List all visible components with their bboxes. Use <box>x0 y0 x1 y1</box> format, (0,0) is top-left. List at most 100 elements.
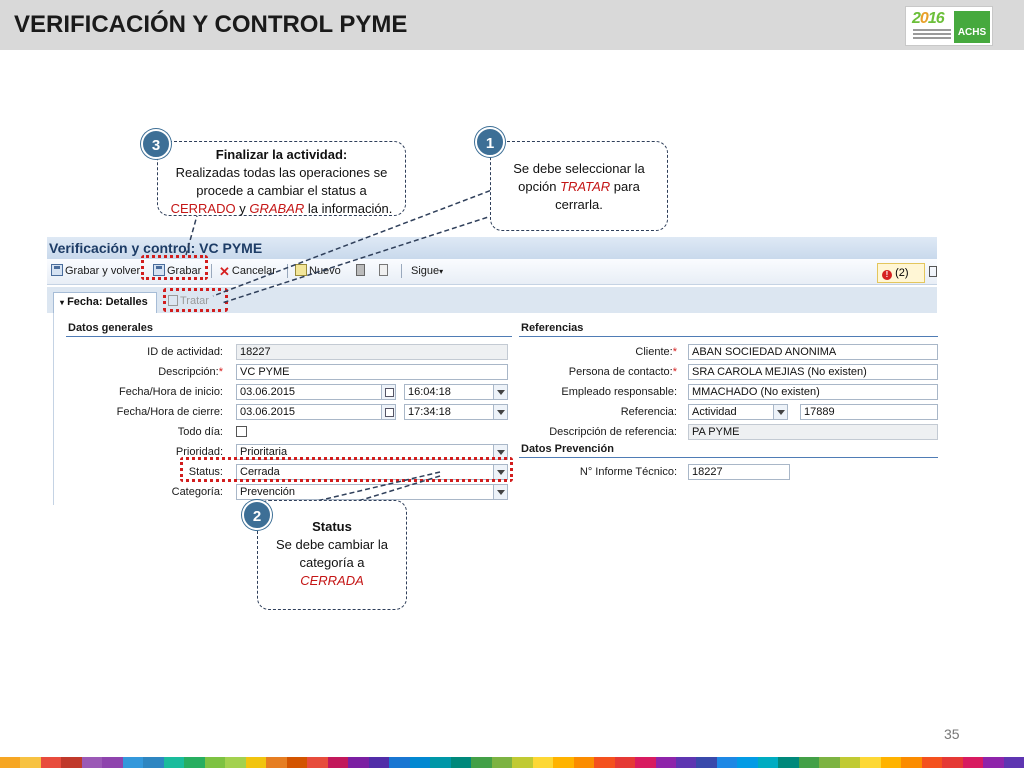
description-input[interactable]: VC PYME <box>236 364 508 380</box>
strip-segment <box>655 757 676 768</box>
strip-segment <box>819 757 840 768</box>
tab-bar: ▾ Fecha: Detalles Tratar <box>47 287 937 313</box>
messages-indicator[interactable]: ! (2) <box>877 263 925 283</box>
reference-number-input[interactable]: 17889 <box>800 404 938 420</box>
callout-finalize-title: Finalizar la actividad: <box>215 147 348 162</box>
strip-segment <box>184 757 205 768</box>
strip-segment <box>430 757 451 768</box>
strip-segment <box>491 757 513 768</box>
strip-segment <box>553 757 574 768</box>
highlight-status <box>180 457 513 482</box>
list-icon[interactable] <box>929 266 937 277</box>
cancel-label: Cancelar <box>231 265 276 277</box>
callout-status-title: Status <box>312 519 352 534</box>
callout-finalize-line2: procede a cambiar el status a <box>196 183 367 198</box>
report-input[interactable]: 18227 <box>688 464 790 480</box>
strip-segment <box>163 757 185 768</box>
chevron-down-icon[interactable] <box>493 445 507 459</box>
highlight-save <box>141 255 208 280</box>
copy-button[interactable] <box>379 263 390 279</box>
start-datetime-label: Fecha/Hora de inicio: <box>119 386 223 398</box>
save-and-back-label: Grabar y volver <box>65 265 141 277</box>
end-time-input[interactable]: 17:34:18 <box>404 404 508 420</box>
priority-label: Prioridad: <box>175 446 223 458</box>
status-label: Status: <box>188 466 223 478</box>
highlight-tratar <box>163 288 228 312</box>
start-time-input[interactable]: 16:04:18 <box>404 384 508 400</box>
reference-label: Referencia: <box>620 406 677 418</box>
cancel-button[interactable]: ✕Cancelar <box>219 263 276 279</box>
strip-segment <box>839 757 861 768</box>
strip-segment <box>716 757 738 768</box>
chevron-down-icon[interactable] <box>773 405 787 419</box>
reference-type-select[interactable]: Actividad <box>688 404 788 420</box>
callout-status-line2: categoría a <box>299 555 365 570</box>
callout-finalize-line3: CERRADO y GRABAR la información. <box>170 201 393 216</box>
color-strip <box>0 757 1024 768</box>
chevron-down-icon[interactable] <box>493 485 507 499</box>
strip-segment <box>532 757 554 768</box>
strip-segment <box>122 757 144 768</box>
section-divider <box>519 336 938 337</box>
strip-segment <box>962 757 984 768</box>
save-icon <box>153 264 165 276</box>
id-label: ID de actividad: <box>147 346 223 358</box>
detail-form: Datos generales ID de actividad: 18227 D… <box>53 313 938 505</box>
end-date-input[interactable]: 03.06.2015 <box>236 404 396 420</box>
strip-segment <box>860 757 881 768</box>
strip-segment <box>798 757 820 768</box>
strip-segment <box>102 757 123 768</box>
chevron-down-icon[interactable] <box>493 385 507 399</box>
slide-title-bar: VERIFICACIÓN Y CONTROL PYME 2016 ACHS <box>0 0 1024 50</box>
chevron-down-icon[interactable] <box>493 405 507 419</box>
strip-segment <box>942 757 963 768</box>
strip-segment <box>880 757 902 768</box>
cancel-icon: ✕ <box>219 264 230 279</box>
strip-segment <box>266 757 287 768</box>
client-label: Cliente:* <box>635 346 677 358</box>
client-input[interactable]: ABAN SOCIEDAD ANONIMA <box>688 344 938 360</box>
employee-input[interactable]: MMACHADO (No existen) <box>688 384 938 400</box>
contact-label: Persona de contacto:* <box>568 366 677 378</box>
strip-segment <box>20 757 41 768</box>
strip-segment <box>286 757 308 768</box>
contact-input[interactable]: SRA CAROLA MEJIAS (No existen) <box>688 364 938 380</box>
tab-details[interactable]: ▾ Fecha: Detalles <box>53 292 157 313</box>
strip-segment <box>614 757 636 768</box>
start-date-input[interactable]: 03.06.2015 <box>236 384 396 400</box>
strip-segment <box>389 757 410 768</box>
strip-segment <box>696 757 717 768</box>
strip-segment <box>245 757 267 768</box>
more-button[interactable]: Sigue▾ <box>411 263 443 279</box>
strip-segment <box>348 757 369 768</box>
reference-description-field: PA PYME <box>688 424 938 440</box>
strip-segment <box>307 757 328 768</box>
save-and-back-button[interactable]: Grabar y volver <box>51 263 140 279</box>
callout-tratar-line2: opción TRATAR para <box>518 179 640 194</box>
new-button[interactable]: Nuevo <box>295 263 341 279</box>
delete-button[interactable] <box>356 263 367 279</box>
tratar-button[interactable]: Tratar <box>168 293 209 309</box>
section-general-title: Datos generales <box>68 322 153 334</box>
calendar-icon[interactable] <box>381 405 395 419</box>
strip-segment <box>573 757 595 768</box>
section-divider <box>519 457 938 458</box>
strip-segment <box>225 757 246 768</box>
category-select[interactable]: Prevención <box>236 484 508 500</box>
strip-segment <box>512 757 533 768</box>
strip-segment <box>368 757 390 768</box>
allday-label: Todo día: <box>177 426 223 438</box>
strip-segment <box>40 757 62 768</box>
calendar-icon[interactable] <box>381 385 395 399</box>
chevron-down-icon[interactable] <box>493 465 507 479</box>
strip-segment <box>143 757 164 768</box>
save-button[interactable]: Grabar <box>153 263 201 279</box>
section-prevention-title: Datos Prevención <box>521 443 614 455</box>
edit-icon <box>168 295 178 306</box>
slide-title: VERIFICACIÓN Y CONTROL PYME <box>14 11 408 38</box>
strip-segment <box>409 757 431 768</box>
collapse-icon: ▾ <box>60 298 65 307</box>
allday-checkbox[interactable] <box>236 426 247 437</box>
step-2-badge: 2 <box>242 500 272 530</box>
strip-segment <box>983 757 1004 768</box>
